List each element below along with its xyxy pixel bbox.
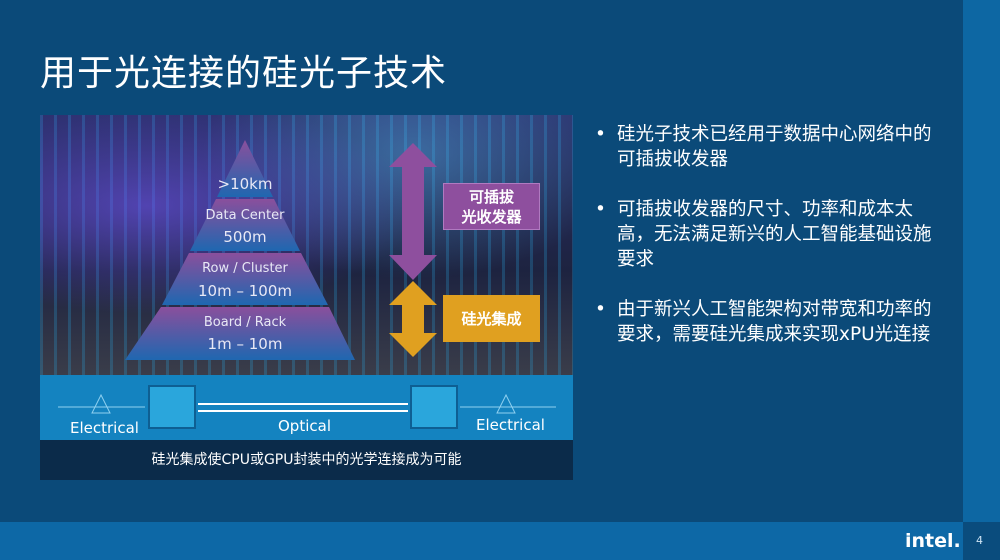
interconnect-lines bbox=[58, 393, 556, 414]
pyramid-layer-1 bbox=[217, 140, 273, 197]
bullet-item: •由于新兴人工智能架构对带宽和功率的要求，需要硅光集成来实现xPU光连接 bbox=[595, 297, 945, 347]
pyramid-range-1: 500m bbox=[223, 228, 267, 246]
pyramid-layer-4 bbox=[125, 307, 355, 360]
intel-logo: intel. bbox=[905, 530, 961, 552]
silicon-photonics-box: 硅光集成 bbox=[443, 295, 540, 342]
integrated-arrow bbox=[389, 281, 437, 357]
chip-icon-left bbox=[148, 385, 196, 429]
bullet-text: 硅光子技术已经用于数据中心网络中的可插拔收发器 bbox=[617, 124, 932, 170]
figure-caption: 硅光集成使CPU或GPU封装中的光学连接成为可能 bbox=[40, 440, 573, 480]
lightning-icon-right bbox=[496, 393, 516, 414]
bullet-text: 可插拔收发器的尺寸、功率和成本太高，无法满足新兴的人工智能基础设施要求 bbox=[617, 199, 932, 270]
pyramid-layer-2 bbox=[190, 199, 300, 251]
pyramid-label-0: >10km bbox=[217, 175, 273, 193]
photonics-figure: >10km Data Center 500m Row / Cluster 10m… bbox=[40, 115, 573, 480]
electrical-left-label: Electrical bbox=[70, 419, 139, 437]
pyramid-range-3: 1m – 10m bbox=[207, 335, 283, 353]
pyramid-label-3: Board / Rack bbox=[203, 315, 287, 330]
pyramid-label-1: Data Center bbox=[205, 208, 285, 223]
pluggable-transceiver-box: 可插拔 光收发器 bbox=[443, 183, 540, 230]
pluggable-label-line2: 光收发器 bbox=[461, 207, 522, 226]
bullet-item: •硅光子技术已经用于数据中心网络中的可插拔收发器 bbox=[595, 122, 945, 172]
pyramid-label-2: Row / Cluster bbox=[202, 261, 288, 276]
bullet-text: 由于新兴人工智能架构对带宽和功率的要求，需要硅光集成来实现xPU光连接 bbox=[617, 299, 932, 345]
pyramid-diagram bbox=[125, 140, 437, 360]
page-corner bbox=[963, 522, 1000, 560]
lightning-icon-left bbox=[91, 393, 111, 414]
pluggable-label-line1: 可插拔 bbox=[468, 187, 514, 206]
pluggable-arrow bbox=[389, 143, 437, 280]
bullet-list: •硅光子技术已经用于数据中心网络中的可插拔收发器 •可插拔收发器的尺寸、功率和成… bbox=[595, 122, 945, 372]
slide-title: 用于光连接的硅光子技术 bbox=[40, 53, 448, 94]
pyramid-layer-3 bbox=[162, 253, 328, 305]
page-number: 4 bbox=[976, 534, 983, 547]
optical-label: Optical bbox=[278, 417, 331, 435]
electrical-right-label: Electrical bbox=[476, 416, 545, 434]
pyramid-range-2: 10m – 100m bbox=[198, 282, 292, 300]
interconnect-band: Electrical Optical Electrical bbox=[40, 375, 573, 440]
bullet-item: •可插拔收发器的尺寸、功率和成本太高，无法满足新兴的人工智能基础设施要求 bbox=[595, 197, 945, 272]
chip-icon-right bbox=[410, 385, 458, 429]
right-strip bbox=[963, 0, 1000, 522]
footer-band bbox=[0, 522, 963, 560]
